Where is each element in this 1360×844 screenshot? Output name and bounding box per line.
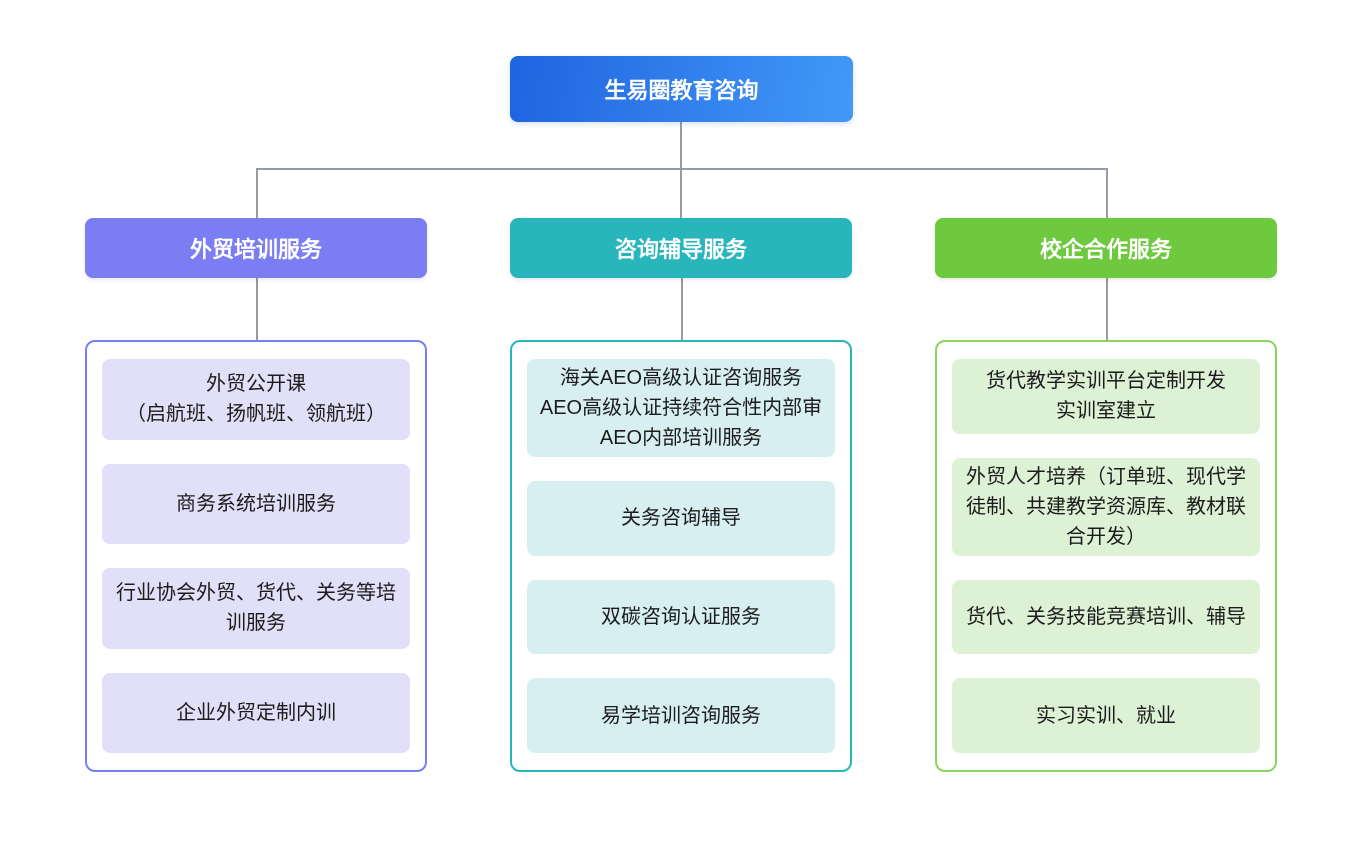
branch-header-label: 咨询辅导服务 (614, 237, 747, 262)
branch-item: 行业协会外贸、货代、关务等培训服务 (102, 568, 410, 649)
connector-left-drop (256, 168, 258, 218)
branch-group-school-enterprise-cooperation: 货代教学实训平台定制开发 实训室建立 外贸人才培养（订单班、现代学徒制、共建教学… (935, 340, 1277, 772)
branch-item: 实习实训、就业 (952, 678, 1260, 754)
connector-root-stem (680, 121, 682, 218)
branch-header-consulting-coaching: 咨询辅导服务 (510, 218, 852, 278)
branch-item: 双碳咨询认证服务 (527, 579, 835, 655)
branch-item: 商务系统培训服务 (102, 463, 410, 544)
branch-header-school-enterprise-cooperation: 校企合作服务 (935, 218, 1277, 278)
connector-branch2-stem (681, 278, 683, 340)
connector-branch1-stem (256, 278, 258, 340)
branch-group-foreign-trade-training: 外贸公开课 （启航班、扬帆班、领航班） 商务系统培训服务 行业协会外贸、货代、关… (85, 340, 427, 772)
branch-item: 易学培训咨询服务 (527, 678, 835, 754)
branch-item: 外贸公开课 （启航班、扬帆班、领航班） (102, 359, 410, 440)
branch-header-foreign-trade-training: 外贸培训服务 (85, 218, 427, 278)
branch-item: 海关AEO高级认证咨询服务 AEO高级认证持续符合性内部审 AEO内部培训服务 (527, 359, 835, 457)
root-node: 生易圈教育咨询 (510, 56, 853, 122)
root-node-label: 生易圈教育咨询 (604, 78, 759, 103)
branch-item: 货代、关务技能竞赛培训、辅导 (952, 579, 1260, 655)
connector-horizontal-rail (256, 168, 1107, 170)
connector-branch3-stem (1106, 278, 1108, 340)
connector-right-drop (1106, 168, 1108, 218)
branch-item: 外贸人才培养（订单班、现代学徒制、共建教学资源库、教材联合开发） (952, 457, 1260, 556)
branch-group-consulting-coaching: 海关AEO高级认证咨询服务 AEO高级认证持续符合性内部审 AEO内部培训服务 … (510, 340, 852, 772)
branch-header-label: 外贸培训服务 (189, 237, 322, 262)
branch-header-label: 校企合作服务 (1039, 237, 1172, 262)
branch-item: 企业外贸定制内训 (102, 672, 410, 753)
branch-item: 关务咨询辅导 (527, 481, 835, 556)
branch-item: 货代教学实训平台定制开发 实训室建立 (952, 359, 1260, 434)
